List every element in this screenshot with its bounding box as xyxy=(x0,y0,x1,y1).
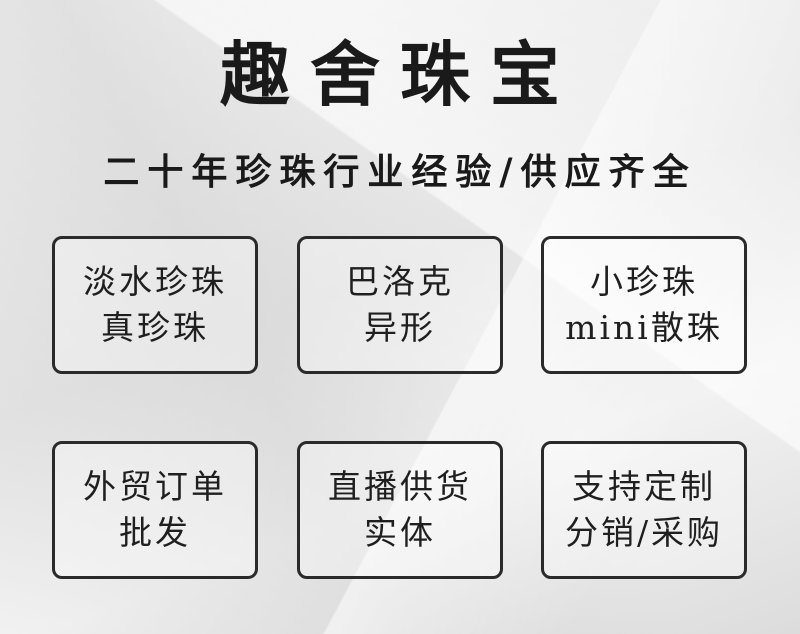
tagline: 二十年珍珠行业经验/供应齐全 xyxy=(103,151,697,193)
card-line-2: 实体 xyxy=(364,513,436,552)
card-line-2: 批发 xyxy=(119,513,191,552)
card-customization[interactable]: 支持定制 分销/采购 xyxy=(541,441,747,579)
card-baroque[interactable]: 巴洛克 异形 xyxy=(297,236,503,374)
card-line-1: 淡水珍珠 xyxy=(83,262,227,301)
card-livestream-supply[interactable]: 直播供货 实体 xyxy=(297,441,503,579)
card-line-1: 外贸订单 xyxy=(83,467,227,506)
card-line-1: 支持定制 xyxy=(572,467,716,506)
card-line-2: 真珍珠 xyxy=(101,308,209,347)
card-line-2: mini散珠 xyxy=(565,308,723,347)
card-line-1: 小珍珠 xyxy=(590,262,698,301)
card-line-1: 巴洛克 xyxy=(346,262,454,301)
brand-title: 趣舍珠宝 xyxy=(220,33,580,116)
card-line-2: 分销/采购 xyxy=(564,513,724,552)
card-small-pearl[interactable]: 小珍珠 mini散珠 xyxy=(541,236,747,374)
card-foreign-trade[interactable]: 外贸订单 批发 xyxy=(52,441,258,579)
card-line-2: 异形 xyxy=(364,308,436,347)
card-freshwater-pearl[interactable]: 淡水珍珠 真珍珠 xyxy=(52,236,258,374)
card-line-1: 直播供货 xyxy=(328,467,472,506)
